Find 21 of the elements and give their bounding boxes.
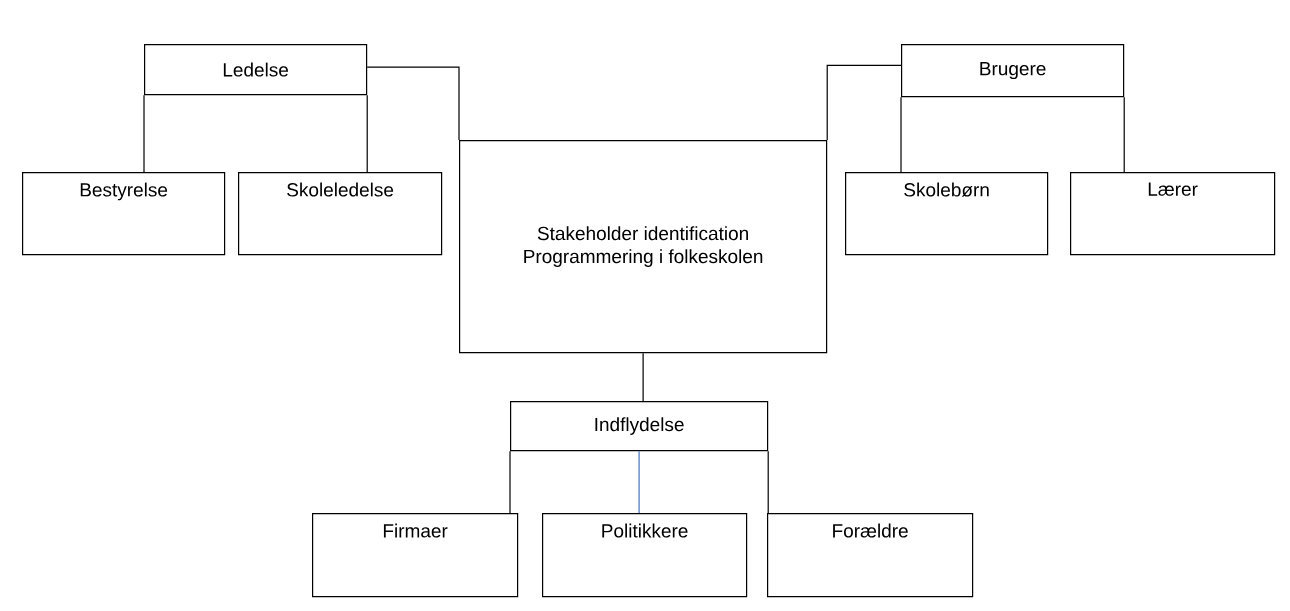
connector-line [767,450,769,514]
box: Firmaer [312,513,519,598]
box: Skoleledelse [238,172,443,256]
box: Ledelse [144,44,368,96]
connector-line [826,64,902,141]
connector-line [366,66,460,141]
connector-line [1123,96,1125,173]
box: Politikkere [542,513,748,598]
box: Stakeholder identification Programmering i folkeskolen [459,140,828,354]
connector-line [638,450,640,514]
connector-line [900,96,902,173]
connector-line [143,94,145,173]
box: Skolebørn [845,172,1049,256]
connector-line [642,352,644,402]
box: Bestyrelse [22,172,226,256]
box: Lærer [1070,172,1276,256]
box: Brugere [901,44,1125,98]
box: Indflydelse [510,401,769,452]
connector-line [366,94,368,173]
box: Forældre [767,513,974,598]
connector-line [509,450,511,514]
